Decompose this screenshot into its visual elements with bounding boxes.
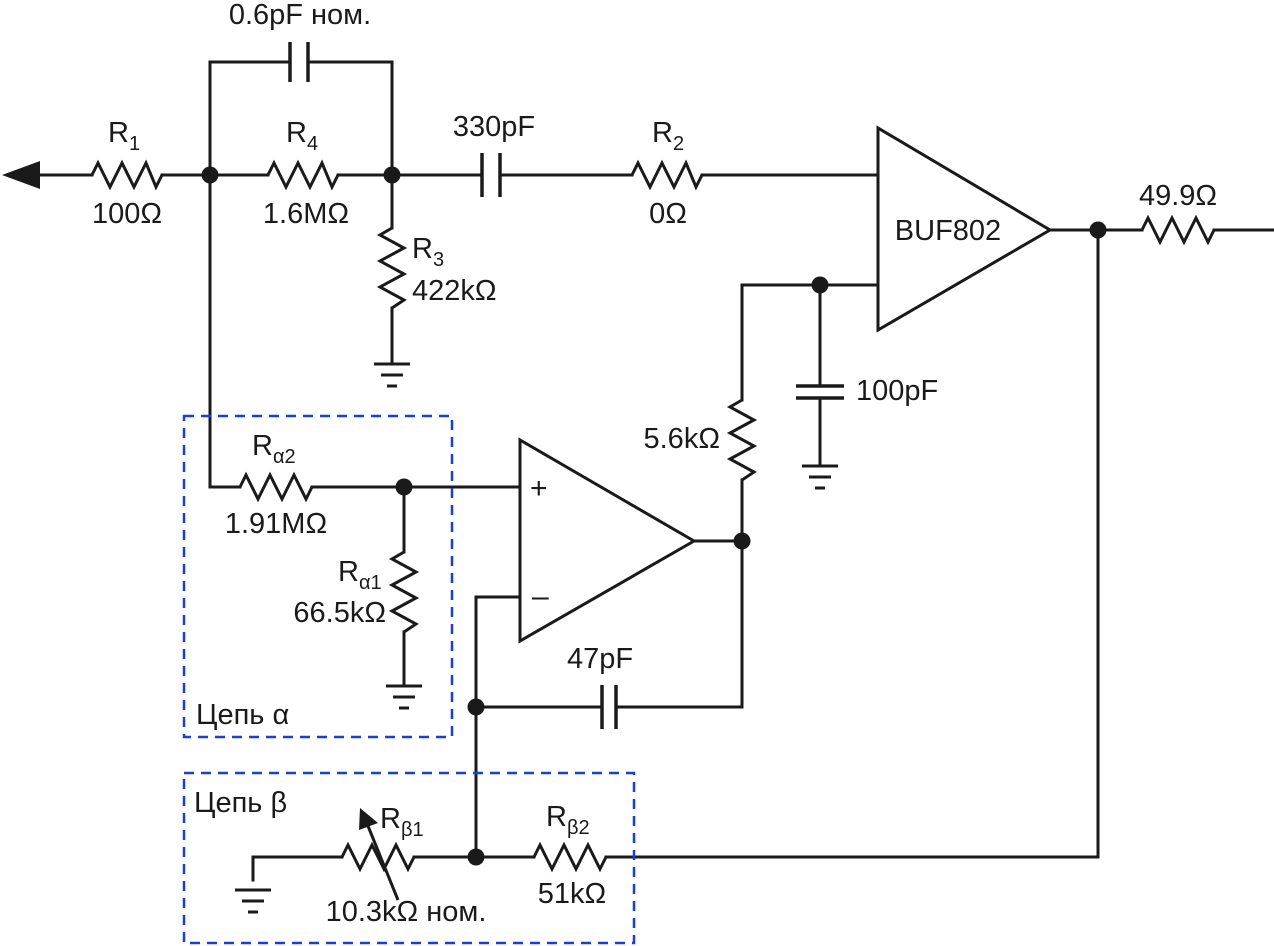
junction-opamp-out — [733, 532, 751, 550]
capacitor-330p-icon — [480, 153, 502, 197]
variable-arrow-icon — [359, 808, 400, 901]
rb2-value: 51kΩ — [538, 878, 606, 910]
ra2-name: Rα2 — [252, 430, 296, 468]
ground-r3-icon — [374, 362, 410, 388]
resistor-ra2-icon — [238, 471, 314, 503]
input-arrow-icon — [2, 161, 40, 189]
resistor-rout-icon — [1140, 214, 1216, 246]
junction-bias — [811, 276, 829, 294]
capacitor-47p-icon — [600, 685, 618, 729]
r3-name: R3 — [412, 233, 444, 271]
resistor-rb1-icon — [340, 841, 416, 873]
capacitor-100p-icon — [796, 384, 844, 400]
resistor-r1-icon — [90, 159, 164, 191]
junction-ra — [395, 478, 413, 496]
junction-node-a — [201, 166, 219, 184]
junction-beta — [467, 848, 485, 866]
resistor-r3-icon — [376, 226, 408, 310]
ground-ra1-icon — [386, 684, 422, 710]
r2-value: 0Ω — [649, 198, 687, 230]
c-feedback-value: 0.6pF ном. — [229, 0, 371, 31]
c-series-value: 330pF — [453, 111, 535, 143]
buffer-label: BUF802 — [895, 215, 1001, 247]
r4-value: 1.6MΩ — [263, 198, 349, 230]
rb2-name: Rβ2 — [546, 801, 590, 839]
ground-rb1-icon — [235, 888, 271, 914]
group-beta-label: Цепь β — [194, 787, 287, 819]
rb1-name: Rβ1 — [380, 803, 424, 841]
r-out-value: 49.9Ω — [1139, 180, 1217, 212]
capacitor-0p6-icon — [288, 42, 310, 82]
junctions — [201, 166, 1107, 866]
wires — [38, 60, 1274, 882]
opamp-triangle-icon — [518, 437, 697, 644]
group-beta-box — [182, 771, 636, 945]
opamp-minus-label: – — [532, 580, 549, 613]
group-alpha-box — [182, 414, 454, 739]
ra1-name: Rα1 — [338, 556, 382, 594]
c-comp-value: 47pF — [567, 643, 633, 675]
junction-output — [1089, 221, 1107, 239]
resistor-rb2-icon — [532, 841, 608, 873]
r1-name: R1 — [108, 117, 140, 155]
r1-value: 100Ω — [92, 198, 162, 230]
r4-name: R4 — [286, 117, 318, 155]
ra2-value: 1.91MΩ — [225, 508, 327, 540]
resistor-ra1-icon — [388, 550, 420, 634]
c-bias-value: 100pF — [856, 375, 938, 407]
opamp-plus-label: + — [530, 472, 548, 505]
buffer-triangle-icon — [876, 125, 1053, 333]
junction-node-b — [383, 166, 401, 184]
junction-inv — [467, 698, 485, 716]
r3-value: 422kΩ — [412, 275, 497, 307]
resistor-r2-icon — [630, 159, 704, 191]
resistor-5k6-icon — [726, 398, 758, 482]
resistor-r4-icon — [266, 159, 340, 191]
r-bias-value: 5.6kΩ — [644, 423, 721, 455]
r2-name: R2 — [652, 117, 684, 155]
group-alpha-label: Цепь α — [196, 699, 289, 731]
rb1-value: 10.3kΩ ном. — [326, 896, 487, 928]
ground-100p-icon — [802, 464, 838, 490]
ra1-value: 66.5kΩ — [293, 597, 386, 629]
